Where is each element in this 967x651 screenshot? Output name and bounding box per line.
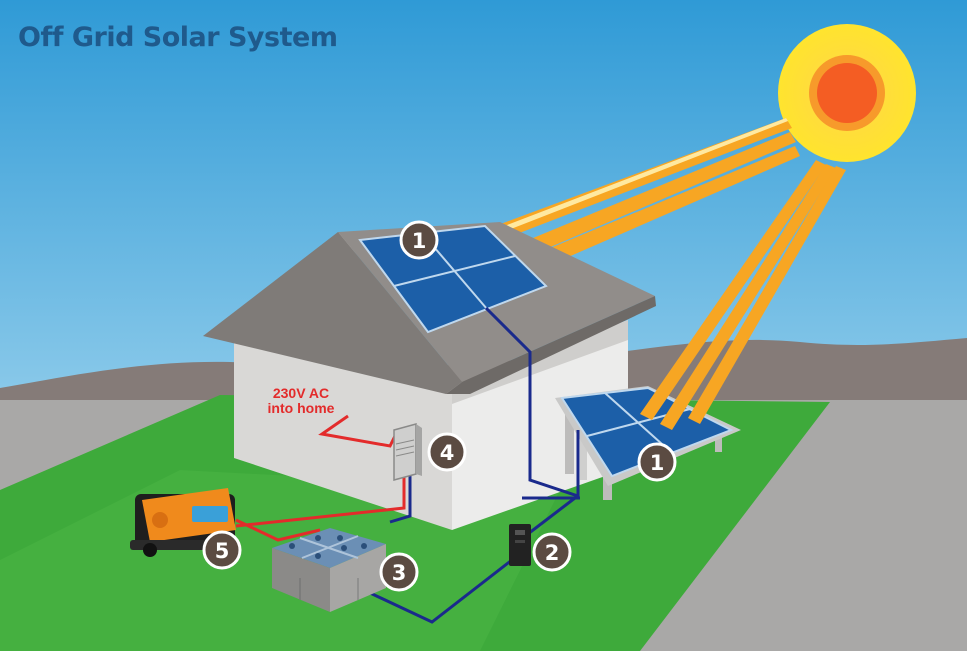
badge-battery-bank: 3 [379,552,419,592]
charge-controller [509,524,531,566]
ac-output-label-line1: 230V AC [272,385,330,401]
ac-output-label: 230V AC into home [256,386,346,416]
badge-generator: 5 [202,530,242,570]
badge-charge-controller: 2 [532,532,572,572]
badge-inverter: 4 [427,432,467,472]
badge-charge-controller-label: 2 [545,541,560,565]
battery-bank [272,528,386,612]
badge-roof-panel: 1 [399,220,439,260]
badge-roof-panel-label: 1 [412,229,427,253]
badge-battery-bank-label: 3 [392,561,407,585]
house [203,222,656,530]
sun-rays-ground [640,160,846,430]
ac-wiring [235,414,406,542]
sun [778,24,916,162]
badge-ground-panel: 1 [637,442,677,482]
badge-ground-panel-label: 1 [650,451,665,475]
inverter-unit [393,423,422,481]
ac-output-label-line2: into home [267,400,335,416]
badge-generator-label: 5 [215,539,230,563]
badge-inverter-label: 4 [440,441,455,465]
page-title: Off Grid Solar System [18,22,338,53]
sun-rays-roof [463,118,800,278]
dc-wiring [367,306,580,624]
generator [130,488,240,557]
